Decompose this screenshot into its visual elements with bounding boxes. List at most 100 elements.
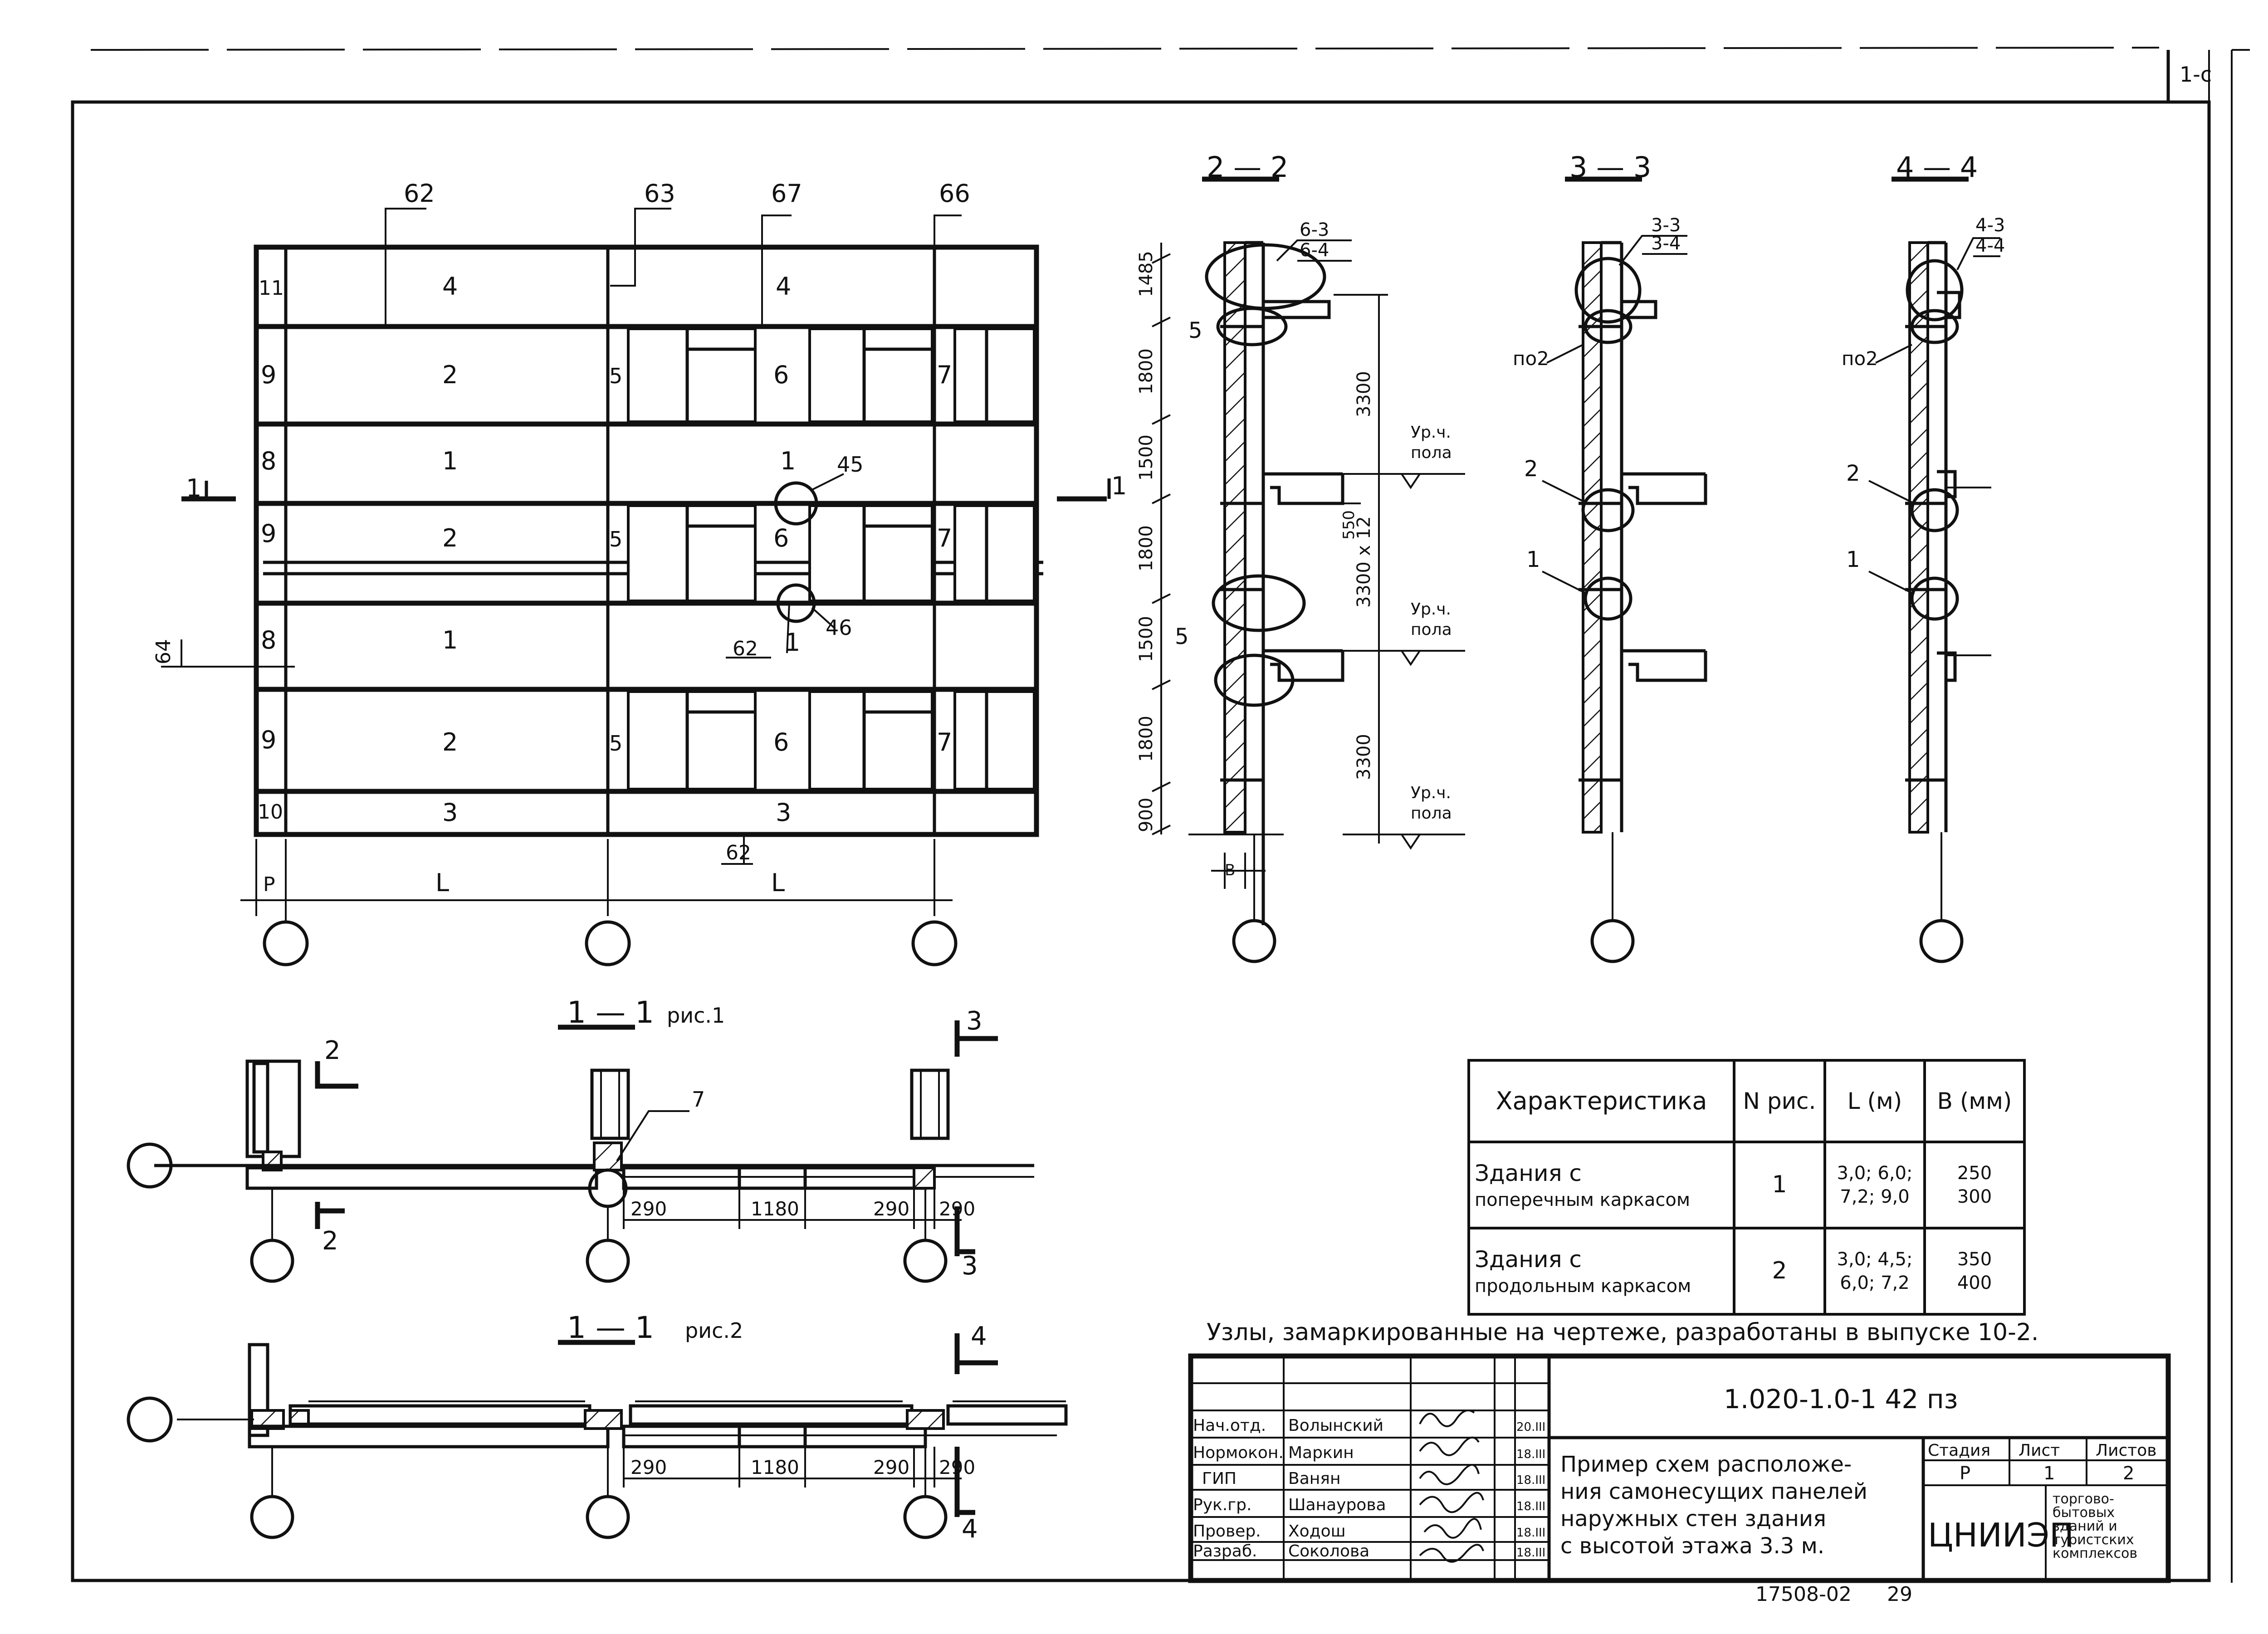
- dim-290: 290: [873, 1198, 909, 1220]
- stamp-date: 20.III: [1516, 1420, 1545, 1434]
- cut-2-top: 2: [324, 1036, 341, 1065]
- row-code: 9: [261, 361, 276, 389]
- row-name-a: Здания с: [1475, 1246, 1582, 1273]
- row-code: 11: [259, 277, 284, 300]
- row-L: 3,0; 6,0;: [1837, 1163, 1913, 1184]
- row-name-b: поперечным каркасом: [1475, 1189, 1691, 1210]
- row-B: 400: [1957, 1273, 1992, 1293]
- row-L: 3,0; 4,5;: [1837, 1249, 1913, 1270]
- dim-left: 1485: [1136, 251, 1157, 297]
- table-header-fig: N рис.: [1733, 1059, 1826, 1143]
- section-title-4-4: 4 — 4: [1896, 151, 1978, 184]
- plan-title: 1 — 1: [567, 995, 654, 1030]
- dim-290: 290: [939, 1456, 975, 1478]
- section-title-3-3: 3 — 3: [1569, 151, 1651, 184]
- node-tag: 6-3: [1300, 219, 1329, 240]
- row-code: 9: [261, 519, 276, 548]
- panel-mark: 1: [785, 628, 800, 657]
- panel-mark: 2: [442, 524, 458, 552]
- window-band-middle: [627, 504, 1036, 602]
- row-fig: 1: [1733, 1141, 1826, 1229]
- table-header-B: В (мм): [1923, 1059, 2026, 1143]
- sheet-value: 1: [2043, 1463, 2055, 1484]
- pier-mark: 7: [937, 524, 952, 552]
- stamp-role: Нормокон.: [1193, 1444, 1284, 1462]
- stamp-date: 18.III: [1516, 1500, 1545, 1513]
- stamp-name: Соколова: [1288, 1542, 1369, 1561]
- panel-mark: 4: [442, 272, 458, 301]
- section-4-4: [1868, 176, 2000, 963]
- org-sub: комплексов: [2053, 1546, 2137, 1561]
- stamp-date: 18.III: [1516, 1546, 1545, 1560]
- dim-right: 3300: [1354, 371, 1374, 417]
- org-sub: зданий и: [2053, 1518, 2117, 1534]
- stamp-name: Ванян: [1288, 1469, 1341, 1488]
- org-name: ЦНИИЭП: [1928, 1516, 2074, 1554]
- doc-title-line: наружных стен здания: [1560, 1506, 1826, 1532]
- row-code: 8: [261, 447, 276, 475]
- stamp-date: 18.III: [1516, 1473, 1545, 1487]
- stamp-role: ГИП: [1202, 1469, 1237, 1488]
- dim-right: 3300: [1354, 734, 1374, 780]
- dim-left: 1800: [1136, 348, 1157, 395]
- dim-p: Р: [263, 873, 275, 896]
- sheets-value: 2: [2123, 1463, 2134, 1484]
- pier-mark: 7: [937, 728, 952, 756]
- stage-value: Р: [1960, 1463, 1970, 1484]
- dim-left: 1500: [1136, 434, 1157, 481]
- floor-level-sub: пола: [1411, 444, 1452, 462]
- dim-right: 3300 x 12: [1354, 516, 1374, 608]
- label-64: 64: [152, 639, 175, 664]
- plan-1-1-fig1: [127, 1020, 1034, 1283]
- cut-mark-right: 1: [1111, 472, 1127, 500]
- dim-right: 550: [1340, 510, 1358, 540]
- label-62: 62: [733, 637, 758, 660]
- corner-tag: 1-с: [2180, 62, 2212, 87]
- row-B: 250: [1957, 1163, 1992, 1184]
- section-3-3: [1542, 176, 1707, 963]
- plan-1-1-fig2: [127, 1333, 1068, 1539]
- plan-fig: рис.1: [667, 1003, 725, 1028]
- pier-mark: 5: [609, 731, 622, 756]
- dim-L: L: [435, 868, 449, 897]
- label-no2: по2: [1513, 347, 1549, 370]
- dim-left: 1800: [1136, 525, 1157, 571]
- panel-mark: 6: [773, 361, 789, 389]
- floor-level-label: Ур.ч.: [1411, 784, 1451, 802]
- label-no2: по2: [1842, 347, 1878, 370]
- panel-mark: 2: [442, 728, 458, 756]
- panel-mark: 1: [442, 626, 458, 654]
- dim-B: В: [1225, 861, 1235, 879]
- row-fig: 2: [1733, 1227, 1826, 1316]
- leader-67: 67: [771, 179, 802, 208]
- stamp-role: Рук.гр.: [1193, 1496, 1251, 1514]
- stamp-date: 18.III: [1516, 1526, 1545, 1540]
- dim-290: 290: [873, 1456, 909, 1478]
- doc-title-line: с высотой этажа 3.3 м.: [1560, 1533, 1824, 1559]
- cut-mark-left: 1: [186, 474, 201, 502]
- panel-mark: 6: [773, 728, 789, 756]
- panel-mark: 5: [1188, 318, 1202, 343]
- node-45: 45: [837, 452, 864, 477]
- row-L: 6,0; 7,2: [1840, 1273, 1910, 1293]
- cut-3-bottom: 3: [962, 1251, 978, 1281]
- cut-3-top: 3: [966, 1006, 982, 1036]
- leader-62: 62: [404, 179, 435, 208]
- doc-code: 1.020-1.0-1 42 пз: [1724, 1384, 1958, 1415]
- label-7: 7: [692, 1087, 705, 1112]
- nodes-note: Узлы, замаркированные на чертеже, разраб…: [1207, 1319, 2038, 1346]
- panel-mark: 3: [442, 798, 458, 827]
- row-code: 8: [261, 626, 276, 654]
- floor-level-sub: пола: [1411, 804, 1452, 823]
- panel-mark: 1: [1526, 547, 1540, 572]
- panel-mark: 2: [1524, 456, 1538, 482]
- section-2-2: [1152, 176, 1465, 963]
- plan-fig: рис.2: [685, 1318, 743, 1343]
- leader-63: 63: [644, 179, 675, 208]
- row-code: 9: [261, 726, 276, 754]
- table-row: Здания с поперечным каркасом 1 3,0; 6,0;…: [1467, 1141, 2026, 1229]
- node-tag: 4-3: [1975, 215, 2005, 236]
- stamp-name: Шанаурова: [1288, 1496, 1386, 1514]
- panel-mark: 4: [776, 272, 791, 301]
- dim-L: L: [771, 868, 785, 897]
